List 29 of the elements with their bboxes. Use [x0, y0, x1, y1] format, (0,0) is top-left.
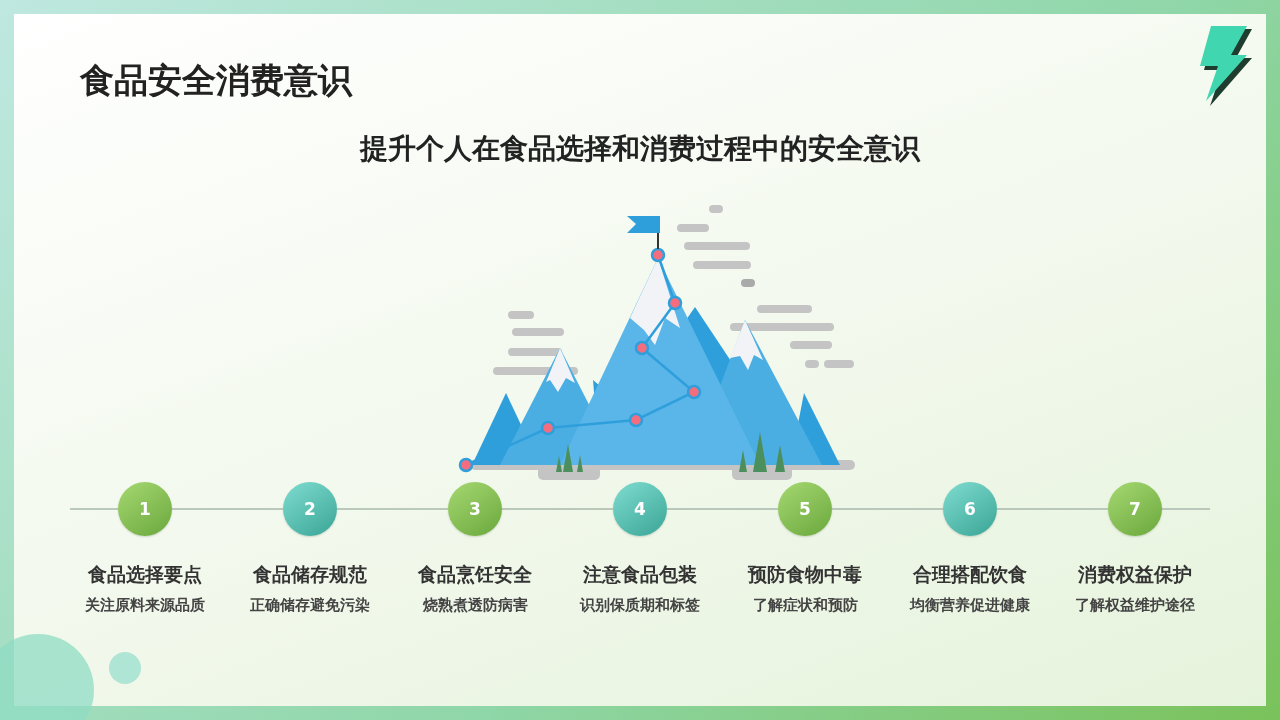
step-description: 关注原料来源品质 — [84, 596, 206, 615]
step-heading: 注意食品包装 — [582, 562, 698, 587]
timeline-connector — [831, 508, 944, 510]
step-number: 3 — [469, 500, 481, 518]
step-number: 1 — [139, 500, 151, 518]
step-description: 了解权益维护途径 — [1074, 596, 1196, 615]
step-description: 正确储存避免污染 — [249, 596, 371, 615]
timeline-connector — [501, 508, 614, 510]
step-number: 6 — [964, 500, 976, 518]
step-description: 识别保质期和标签 — [578, 596, 701, 615]
step-number: 2 — [304, 500, 316, 518]
subtitle: 提升个人在食品选择和消费过程中的安全意识 — [358, 131, 922, 167]
step-heading: 预防食物中毒 — [746, 562, 863, 587]
timeline-connector — [996, 508, 1109, 510]
step-description: 烧熟煮透防病害 — [421, 596, 529, 615]
step-number: 4 — [634, 500, 646, 518]
step-heading: 食品选择要点 — [87, 562, 203, 587]
timeline-connector — [171, 508, 284, 510]
step-heading: 食品储存规范 — [252, 562, 368, 587]
timeline-connector — [336, 508, 449, 510]
step-description: 了解症状和预防 — [751, 596, 859, 615]
timeline-connector — [666, 508, 779, 510]
step-number: 7 — [1129, 500, 1141, 518]
step-heading: 合理搭配饮食 — [912, 562, 1028, 587]
step-number: 5 — [799, 500, 811, 518]
step-heading: 消费权益保护 — [1077, 562, 1193, 587]
step-heading: 食品烹饪安全 — [417, 562, 533, 587]
step-description: 均衡营养促进健康 — [908, 596, 1031, 615]
slide-title: 食品安全消费意识 — [80, 59, 352, 102]
